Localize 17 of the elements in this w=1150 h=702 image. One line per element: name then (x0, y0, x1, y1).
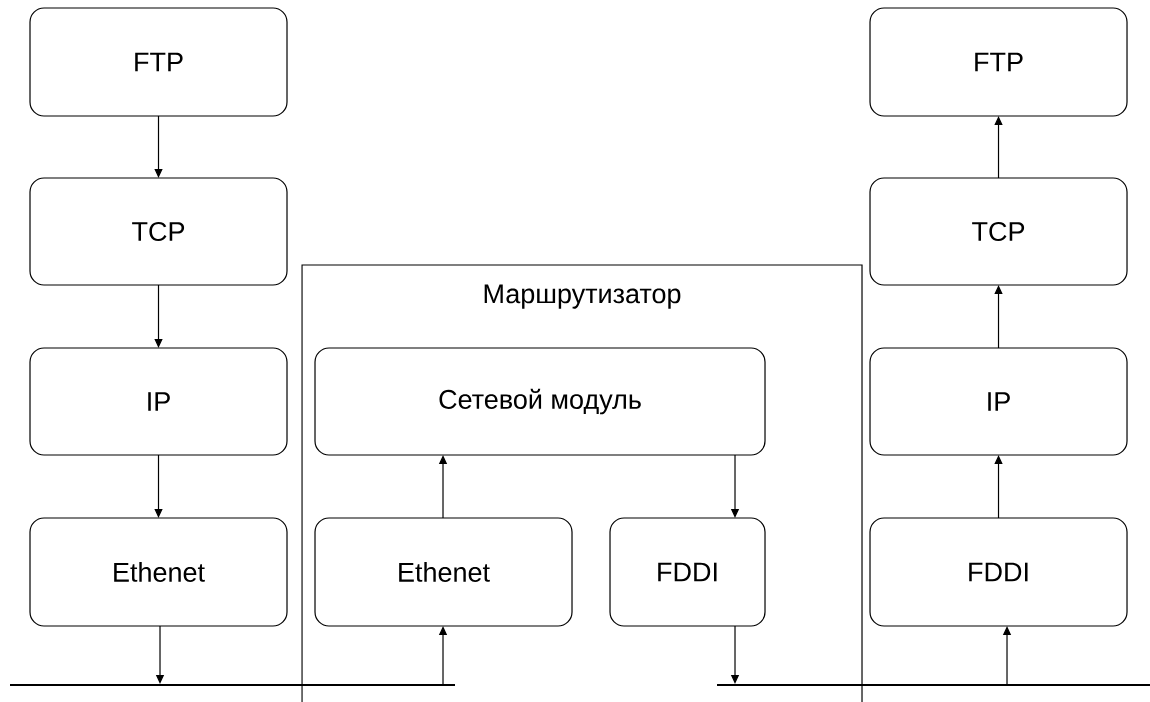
layer-box: FDDI (869, 517, 1128, 627)
layer-box: TCP (29, 177, 288, 286)
layer-box: Сетевой модуль (314, 347, 766, 456)
layer-box: IP (29, 347, 288, 456)
layer-box: TCP (869, 177, 1128, 286)
arrow (994, 285, 1003, 349)
arrow (154, 454, 163, 518)
arrow (154, 284, 163, 348)
arrow (994, 455, 1003, 519)
arrow (994, 116, 1003, 179)
layer-box: Ethenet (29, 517, 288, 627)
layer-box: FDDI (609, 517, 766, 627)
layer-box: FTP (869, 7, 1128, 117)
layer-box: IP (869, 347, 1128, 456)
layer-box: Ethenet (314, 517, 573, 627)
layer-box: FTP (29, 7, 288, 117)
arrow (154, 115, 163, 178)
